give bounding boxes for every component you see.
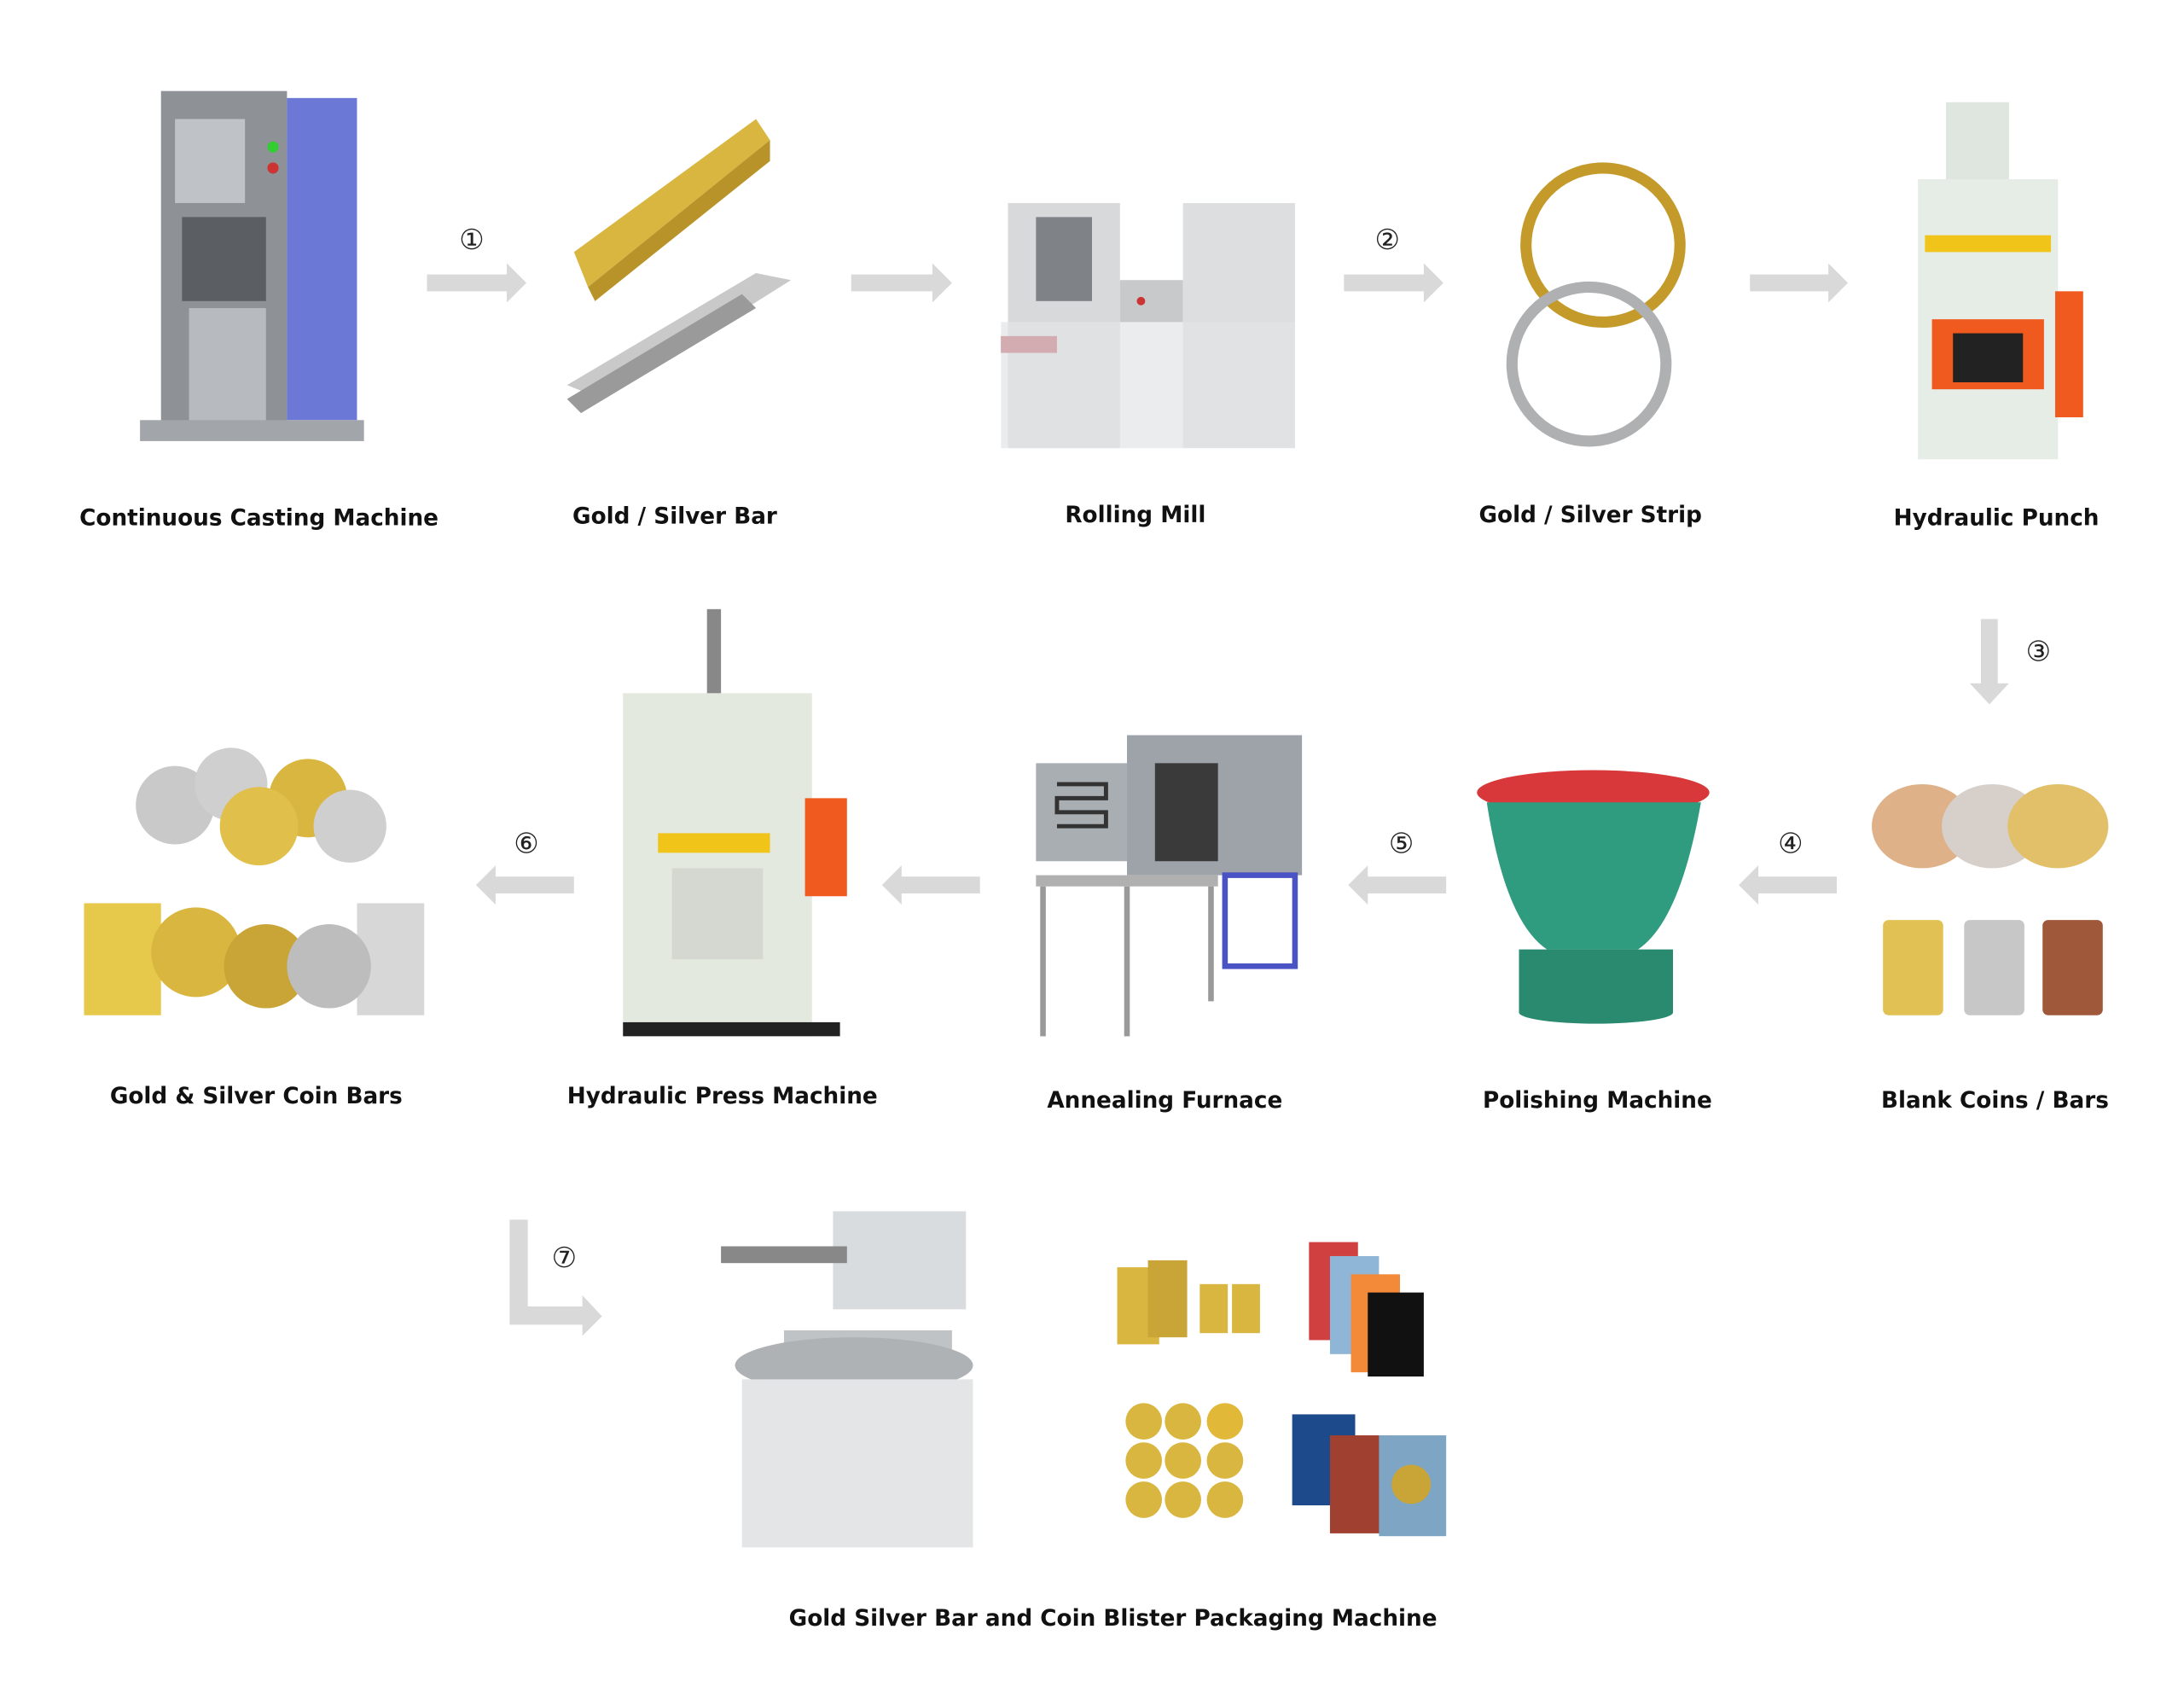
label-annealing-furnace: Annealing Furnace [1047, 1086, 1283, 1114]
arrow-right-3 [1344, 263, 1443, 303]
blank-coins-bars-image [1872, 783, 2109, 1015]
label-gold-silver-strip: Gold / Silver Strip [1478, 501, 1702, 528]
arrow-right-2 [851, 263, 952, 303]
label-hydraulic-press-machine: Hydraulic Press Machine [566, 1082, 878, 1109]
arrow-left-9 [475, 865, 574, 905]
arrow-right-1 [427, 263, 527, 303]
packaged-products-image [1117, 1242, 1447, 1537]
arrow-down-5 [1969, 619, 2009, 705]
step-number-5: ⑤ [1388, 826, 1414, 860]
label-blank-coins-bars: Blank Coins / Bars [1881, 1086, 2109, 1114]
step-number-4: ④ [1778, 826, 1804, 860]
label-blister-packaging-machine: Gold Silver Bar and Coin Blister Packagi… [788, 1604, 1438, 1632]
step-number-7: ⑦ [551, 1240, 578, 1275]
arrow-elbow-10 [509, 1219, 602, 1336]
step-number-6: ⑥ [514, 826, 539, 860]
label-gold-silver-coin-bars: Gold & Silver Coin Bars [109, 1082, 403, 1109]
gold-silver-strip-image [1506, 162, 1686, 447]
hydraulic-press-machine-image [623, 608, 847, 1037]
step-number-1: ① [459, 222, 485, 257]
continuous-casting-machine-image [140, 90, 364, 441]
hydraulic-punch-image [1918, 102, 2083, 460]
arrow-left-8 [881, 865, 980, 905]
arrow-left-6 [1739, 865, 1837, 905]
label-continuous-casting-machine: Continuous Casting Machine [79, 503, 439, 531]
arrow-right-4 [1750, 263, 1849, 303]
step-number-2: ② [1374, 222, 1400, 257]
label-hydraulic-punch: Hydraulic Punch [1893, 503, 2100, 531]
step-number-3: ③ [2025, 634, 2052, 668]
blister-packaging-machine-image [721, 1211, 973, 1548]
gold-silver-coin-bars-image [84, 748, 425, 1015]
annealing-furnace-image [1036, 735, 1303, 1037]
label-rolling-mill: Rolling Mill [1065, 501, 1206, 528]
arrow-left-7 [1348, 865, 1447, 905]
rolling-mill-image [1001, 202, 1295, 449]
label-polishing-machine: Polishing Machine [1482, 1086, 1712, 1114]
label-gold-silver-bar: Gold / Silver Bar [572, 503, 777, 530]
polishing-machine-image [1477, 770, 1710, 1024]
gold-silver-bar-image [566, 119, 792, 414]
